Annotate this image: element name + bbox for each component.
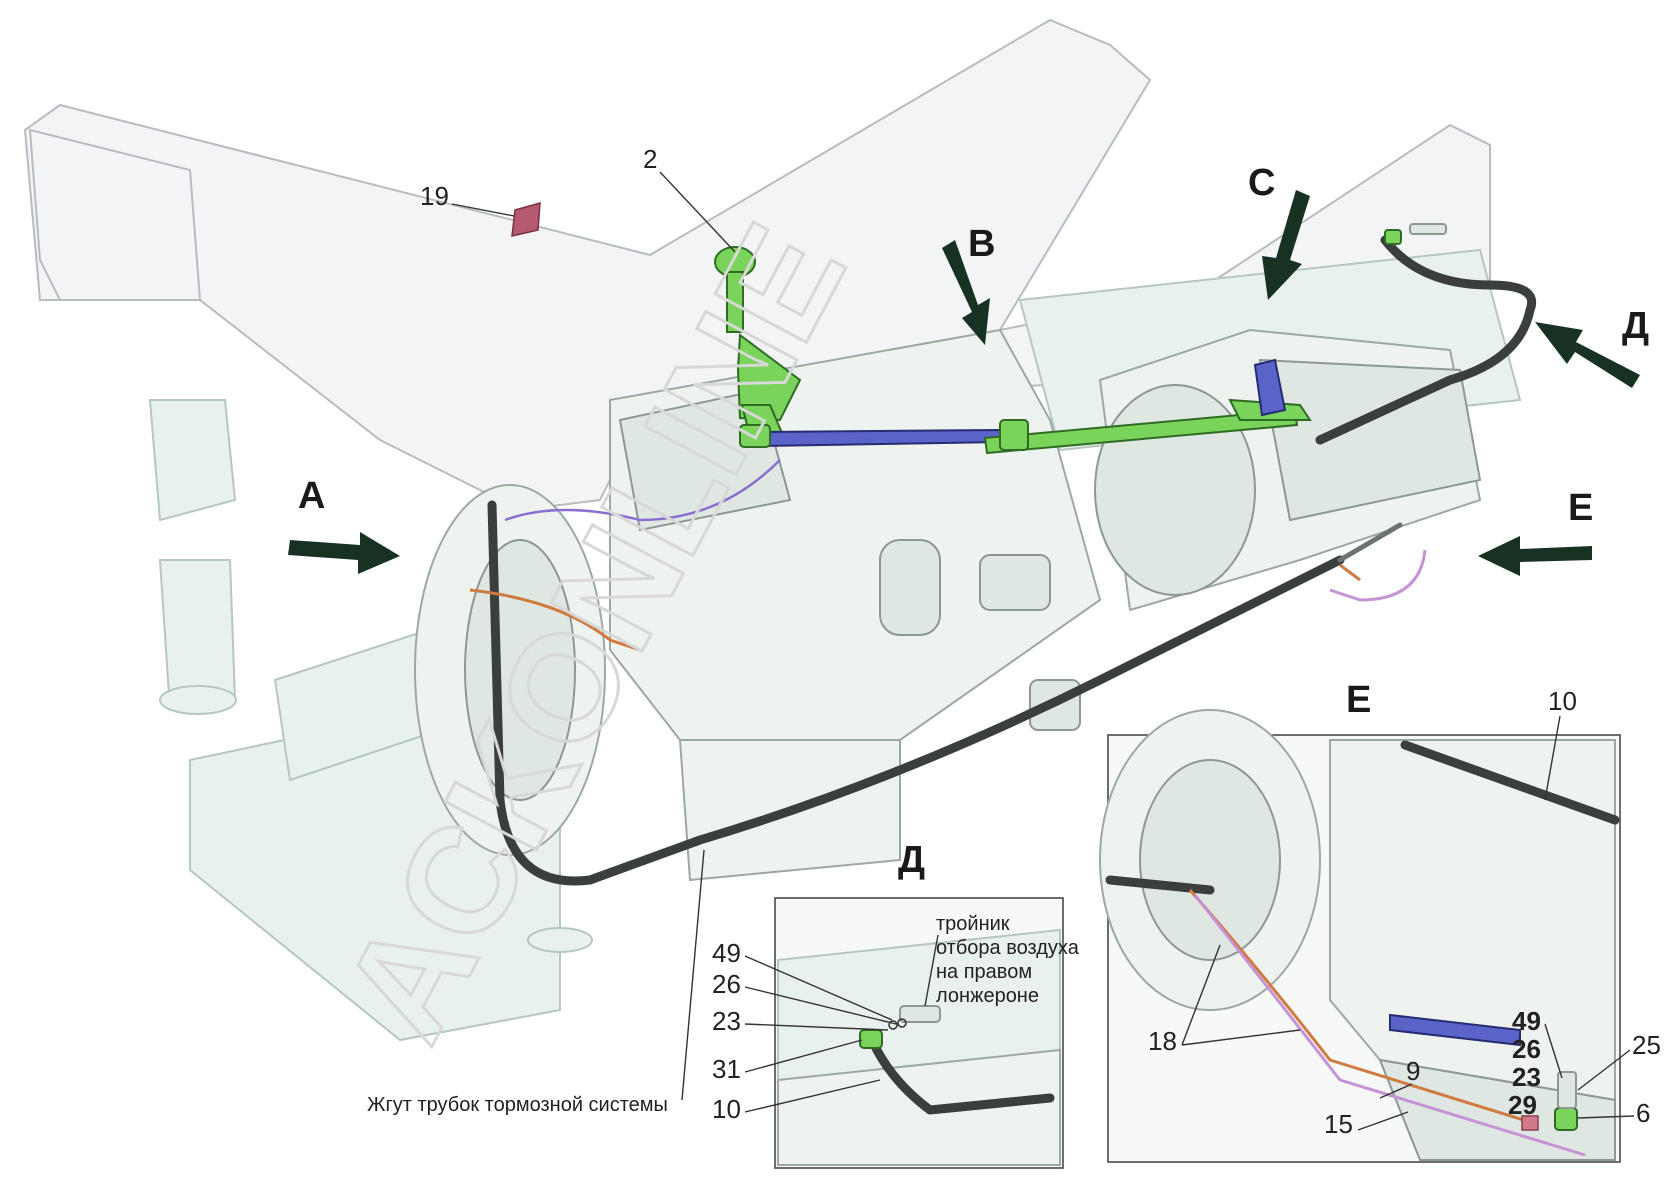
harness-label: Жгут трубок тормозной системы [367,1094,668,1116]
pipe-fitting-d [1384,223,1447,245]
wiring [469,459,1427,652]
inset-d-callout-31: 31 [712,1054,741,1084]
inset-e-callout-26: 26 [1512,1034,1541,1064]
inset-d-note-4: лонжероне [936,985,1039,1007]
marker-19 [511,201,541,237]
inset-e-callout-10: 10 [1548,686,1577,716]
shift-rods [739,358,1312,455]
inset-e-callout-49: 49 [1512,1006,1541,1036]
inset-e-callout-9: 9 [1406,1056,1420,1086]
inset-e: Е 10 18 9 15 49 26 23 29 25 6 [1099,679,1661,1163]
view-arrow-a: А [288,475,400,574]
gearbox [1094,328,1482,612]
brake-pipe-harness [487,235,1536,886]
inset-e-callout-29: 29 [1508,1090,1537,1120]
view-letter-e: Е [1568,487,1593,529]
inset-e-callout-18: 18 [1148,1026,1177,1056]
inset-e-title: Е [1346,679,1371,721]
inset-d-note-2: отбора воздуха [936,937,1080,959]
inset-e-callout-15: 15 [1324,1109,1353,1139]
view-arrow-b: В [942,223,995,345]
inset-d-callout-23: 23 [712,1006,741,1036]
inset-d-callout-49: 49 [712,938,741,968]
callout-harness: Жгут трубок тормозной системы [367,849,705,1116]
inset-d: Д 49 26 23 31 10 тройник отбора воздуха … [712,839,1080,1169]
inset-e-callout-23: 23 [1512,1062,1541,1092]
cab-floor-ghost [23,18,1491,715]
inset-d-callout-10: 10 [712,1094,741,1124]
callout-label-19: 19 [420,181,449,211]
view-arrow-c: С [1248,162,1310,300]
inset-e-callout-25: 25 [1632,1030,1661,1060]
callout-label-2: 2 [643,144,657,174]
callout-2: 2 [643,144,736,253]
view-arrow-d: Д [1535,305,1649,388]
inset-d-note-3: на правом [936,961,1032,983]
view-letter-d: Д [1622,305,1649,347]
view-letter-b: В [968,223,995,265]
view-letter-c: С [1248,162,1275,204]
callout-19: 19 [420,181,515,217]
inset-d-note-1: тройник [936,913,1010,935]
inset-d-title: Д [898,839,925,881]
inset-e-callout-6: 6 [1636,1098,1650,1128]
inset-d-callout-26: 26 [712,969,741,999]
view-arrow-e: Е [1478,487,1593,576]
view-letter-a: А [298,475,325,517]
